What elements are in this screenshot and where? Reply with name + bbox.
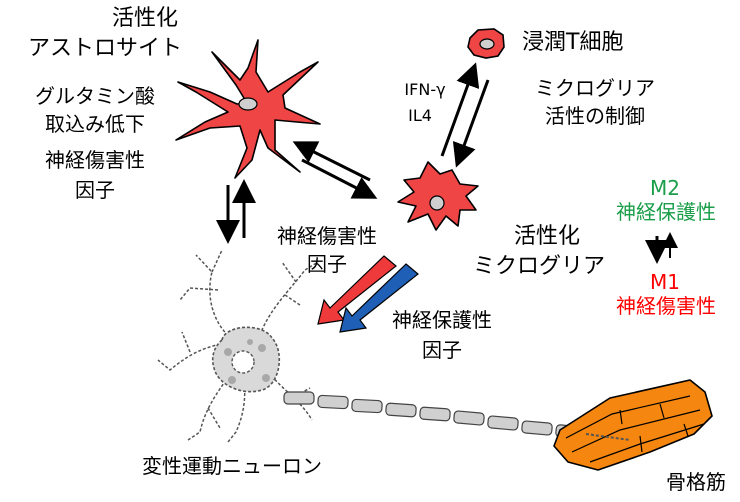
arrow-astrocyte-to-microglia [302,160,372,196]
microglia-title-line1: 活性化 [492,224,602,251]
cytokine-ifn-gamma: IFN-γ [380,80,470,100]
microglia-title-line2: ミクログリア [464,254,614,281]
microglia-cell-icon [398,162,478,230]
cytokine-il4: IL4 [390,106,450,126]
motor-neuron-label: 変性運動ニューロン [112,454,352,478]
m2-description: 神経保護性 [596,200,736,224]
astrocyte-factor-line1: 神経傷害性 [20,148,170,172]
astrocyte-title-line1: 活性化 [70,6,220,33]
tcell-title: 浸潤T細胞 [522,30,662,57]
skeletal-muscle-label: 骨格筋 [656,470,736,494]
astrocyte-title-line2: アストロサイト [10,36,200,63]
axon-myelin-icon [284,392,587,440]
tcell-role-line1: ミクログリア [530,76,660,100]
neuroprotective-factor-line1: 神経保護性 [372,308,512,332]
skeletal-muscle-icon [554,380,712,470]
neurotoxic-factor-line2: 因子 [262,252,392,276]
neuroprotective-factor-line2: 因子 [372,338,512,362]
astrocyte-effect-line1: グルタミン酸 [20,84,170,108]
m1-label: M1 [630,270,700,294]
t-cell-icon [468,29,504,58]
neuron-soma-icon [213,327,280,391]
m2-label: M2 [630,176,700,200]
m1-description: 神経傷害性 [596,294,736,318]
tcell-role-line2: 活性の制御 [530,104,660,128]
astrocyte-factor-line2: 因子 [20,178,170,202]
astrocyte-effect-line2: 取込み低下 [20,112,170,136]
neurotoxic-factor-line1: 神経傷害性 [262,224,392,248]
